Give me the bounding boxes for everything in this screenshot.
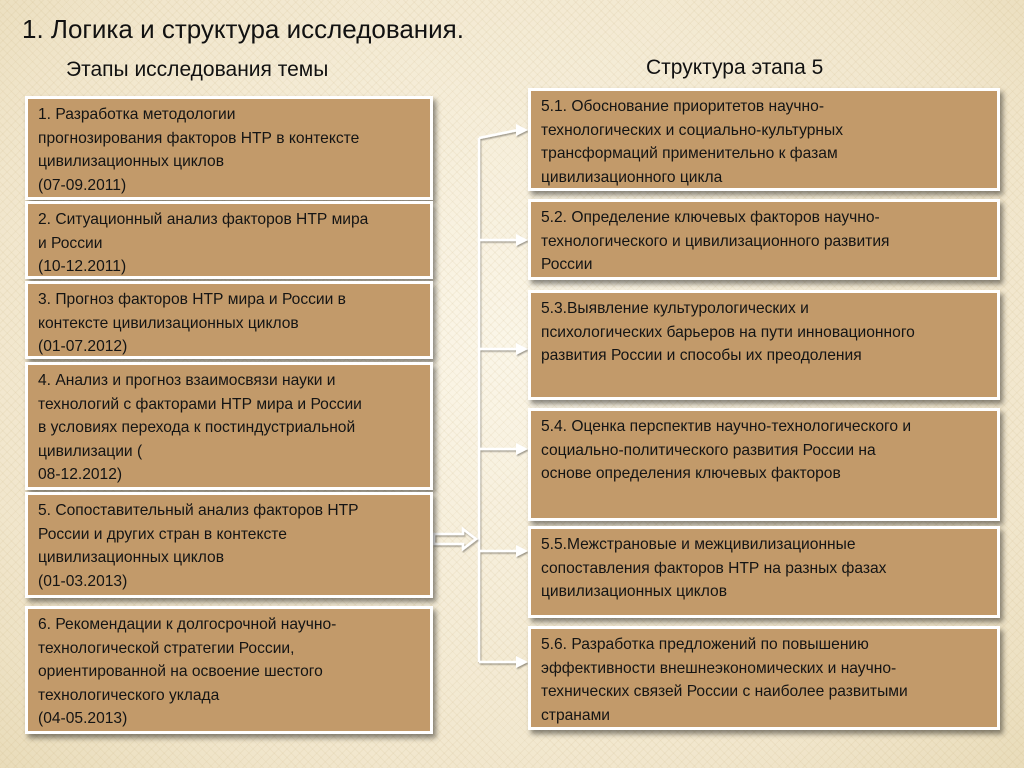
stage-4-line: 08-12.2012) xyxy=(38,466,123,483)
substage-5-2-line: России xyxy=(541,256,593,273)
stage-5-line: России и других стран в контексте xyxy=(38,525,287,543)
substage-5-6-line: эффективности внешнеэкономических и науч… xyxy=(541,659,897,677)
substage-5-4-line: 5.4. Оценка перспектив научно-технологич… xyxy=(541,418,912,435)
stage-box-3: 3. Прогноз факторов НТР мира и России в … xyxy=(25,281,433,359)
substage-5-1-line: технологических и социально-культурных xyxy=(541,121,844,139)
stage-1-line: (07-09.2011) xyxy=(38,176,127,194)
substage-5-5-line: 5.5.Межстрановые и межцивилизационные xyxy=(541,536,856,553)
stages-heading: Этапы исследования темы xyxy=(66,58,329,81)
substage-5-1-line: трансформаций применительно к фазам xyxy=(541,145,838,162)
substage-box-5-5: 5.5.Межстрановые и межцивилизационные со… xyxy=(528,526,1000,618)
stage-6-line: 6. Рекомендации к долгосрочной научно- xyxy=(38,616,337,633)
connector-branch-5-1 xyxy=(478,128,519,140)
substage-box-5-4: 5.4. Оценка перспектив научно-технологич… xyxy=(528,408,1000,521)
substage-5-6-line: странами xyxy=(541,706,610,724)
stage5-structure-heading: Структура этапа 5 xyxy=(646,56,824,79)
stage-box-6: 6. Рекомендации к долгосрочной научно- т… xyxy=(25,606,433,734)
stage-1-line: прогнозирования факторов НТР в контексте xyxy=(38,129,360,147)
substage-5-6-line: 5.6. Разработка предложений по повышению xyxy=(541,636,869,653)
substage-5-4-line: основе определения ключевых факторов xyxy=(541,465,841,482)
stage-4-line: технологий с факторами НТР мира и России xyxy=(38,395,362,413)
stage-5-line: (01-03.2013) xyxy=(38,572,128,590)
stage-3-line: 3. Прогноз факторов НТР мира и России в xyxy=(38,291,346,308)
substage-5-2-line: 5.2. Определение ключевых факторов научн… xyxy=(541,209,880,226)
arrowhead-5-6 xyxy=(516,656,528,668)
substage-5-4-line: социально-политического развития России … xyxy=(541,441,876,459)
substage-5-2-line: технологического и цивилизационного разв… xyxy=(541,232,890,250)
slide-title: 1. Логика и структура исследования. xyxy=(22,14,464,44)
substage-box-5-6: 5.6. Разработка предложений по повышению… xyxy=(528,626,1000,730)
stage-6-line: технологического уклада xyxy=(38,686,220,704)
substage-5-1-line: 5.1. Обоснование приоритетов научно- xyxy=(541,98,825,115)
substage-box-5-2: 5.2. Определение ключевых факторов научн… xyxy=(528,199,1000,280)
stage-box-2: 2. Ситуационный анализ факторов НТР мира… xyxy=(25,201,433,279)
substage-5-3-line: развития России и способы их преодоления xyxy=(541,347,862,364)
stage-4-line: 4. Анализ и прогноз взаимосвязи науки и xyxy=(38,372,336,389)
substage-box-5-3: 5.3.Выявление культурологических и психо… xyxy=(528,290,1000,400)
stage-2-line: (10-12.2011) xyxy=(38,258,127,275)
stage-6-line: (04-05.2013) xyxy=(38,710,128,727)
substage-5-1-line: цивилизационного цикла xyxy=(541,168,723,186)
stage-3-line: контексте цивилизационных циклов xyxy=(38,314,299,332)
stage-box-5: 5. Сопоставительный анализ факторов НТР … xyxy=(25,492,433,598)
arrowhead-5-1 xyxy=(516,124,528,136)
substage-5-6-line: технических связей России с наиболее раз… xyxy=(541,683,908,700)
stage-1-line: цивилизационных циклов xyxy=(38,153,225,170)
stage-6-line: технологической стратегии России, xyxy=(38,639,295,657)
stage-box-1: 1. Разработка методологии прогнозировани… xyxy=(25,96,433,200)
stage-6-line: ориентированной на освоение шестого xyxy=(38,663,323,680)
stage-5-line: цивилизационных циклов xyxy=(38,549,225,566)
stage-2-line: и России xyxy=(38,234,103,252)
arrowhead-5-4 xyxy=(516,443,528,455)
stage-1-line: 1. Разработка методологии xyxy=(38,106,236,123)
substage-box-5-1: 5.1. Обоснование приоритетов научно- тех… xyxy=(528,88,1000,191)
substage-5-3-line: 5.3.Выявление культурологических и xyxy=(541,300,809,317)
arrowhead-5-5 xyxy=(516,545,528,557)
stage-2-line: 2. Ситуационный анализ факторов НТР мира xyxy=(38,211,369,228)
stage-box-4: 4. Анализ и прогноз взаимосвязи науки и … xyxy=(25,362,433,490)
stage-4-line: в условиях перехода к постиндустриальной xyxy=(38,419,356,436)
stage-4-line: цивилизации ( xyxy=(38,442,143,460)
double-arrow-icon xyxy=(432,526,479,552)
arrowhead-5-2 xyxy=(516,234,528,246)
stage-3-line: (01-07.2012) xyxy=(38,338,128,355)
substage-5-5-line: сопоставления факторов НТР на разных фаз… xyxy=(541,559,887,577)
arrowhead-5-3 xyxy=(516,343,528,355)
substage-5-3-line: психологических барьеров на пути инновац… xyxy=(541,323,915,341)
stage-5-line: 5. Сопоставительный анализ факторов НТР xyxy=(38,502,359,519)
substage-5-5-line: цивилизационных циклов xyxy=(541,583,728,600)
